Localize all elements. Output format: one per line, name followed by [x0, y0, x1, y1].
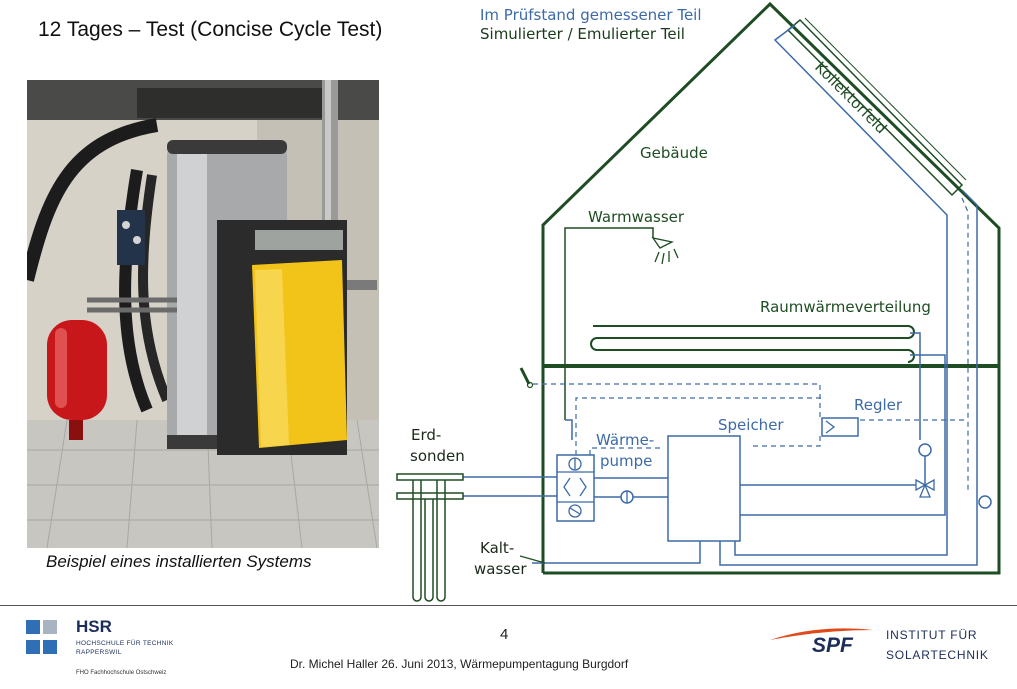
mixing-valve-icon	[915, 478, 935, 498]
legend-measured: Im Prüfstand gemessener Teil	[480, 6, 702, 24]
label-controller: Regler	[854, 396, 903, 414]
system-diagram: Gebäude Kollektorfeld Warmwasser Raumwär…	[396, 1, 1001, 602]
borehole-probes	[396, 473, 464, 602]
label-borehole-2: sonden	[410, 447, 465, 465]
hsr-line1: HOCHSCHULE FÜR TECHNIK	[76, 640, 174, 647]
spf-logo: SPF INSTITUT FÜR SOLARTECHNIK	[768, 626, 1008, 676]
heating-pump-icon	[918, 443, 932, 457]
label-cold-water-1: Kalt-	[480, 539, 514, 557]
label-hot-water: Warmwasser	[588, 208, 685, 226]
collector-pump-icon	[978, 495, 992, 509]
shower-icon	[651, 237, 679, 265]
label-storage: Speicher	[718, 416, 784, 434]
spf-name: SPF	[812, 634, 853, 657]
building-outline	[541, 1, 1001, 575]
footer-divider	[0, 605, 1017, 606]
hsr-line2: RAPPERSWIL	[76, 649, 122, 656]
hsr-line3: FHO Fachhochschule Ostschweiz	[76, 670, 167, 676]
label-heat-pump-2: pumpe	[600, 452, 652, 470]
slide-title: 12 Tages – Test (Concise Cycle Test)	[38, 18, 383, 41]
label-heat-pump-1: Wärme-	[596, 431, 654, 449]
footer-text: Dr. Michel Haller 26. Juni 2013, Wärmepu…	[290, 657, 629, 671]
label-cold-water-2: wasser	[474, 560, 527, 578]
installed-system-photo	[27, 80, 379, 548]
floor-heating-coils	[590, 325, 915, 363]
outdoor-sensor-icon	[519, 367, 531, 385]
hsr-logo: HSR HOCHSCHULE FÜR TECHNIK RAPPERSWIL FH…	[26, 617, 216, 680]
label-borehole-1: Erd-	[411, 426, 441, 444]
spf-line2: SOLARTECHNIK	[886, 648, 989, 662]
controller-box	[821, 417, 859, 437]
label-collector: Kollektorfeld	[811, 58, 890, 137]
photo-caption: Beispiel eines installierten Systems	[46, 552, 312, 571]
hsr-name: HSR	[76, 617, 112, 636]
spf-swoosh-icon	[770, 628, 873, 640]
label-space-heating: Raumwärmeverteilung	[760, 298, 931, 316]
storage-tank	[667, 435, 741, 542]
page-number: 4	[500, 626, 509, 643]
spf-line1: INSTITUT FÜR	[886, 628, 978, 642]
label-building: Gebäude	[640, 144, 708, 162]
legend-simulated: Simulierter / Emulierter Teil	[480, 25, 685, 43]
